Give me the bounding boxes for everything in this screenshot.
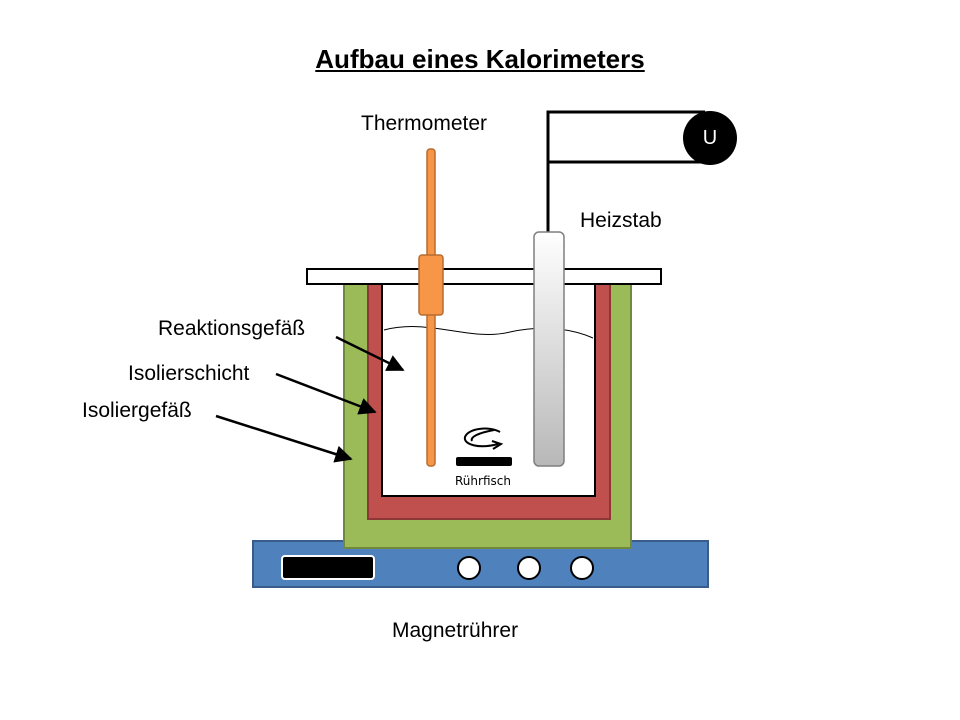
label-thermometer: Thermometer <box>361 112 488 135</box>
liquid-surface <box>383 326 594 339</box>
diagram-title: Aufbau eines Kalorimeters <box>315 44 645 74</box>
label-magnetic-stirrer: Magnetrührer <box>392 619 519 642</box>
label-stir-bar: Rührfisch <box>455 474 511 488</box>
stirrer-knob-1 <box>457 556 481 580</box>
label-heater: Heizstab <box>580 209 662 232</box>
rotation-arrow-icon <box>463 427 504 450</box>
vessel-lid <box>306 268 662 285</box>
label-insulation-vessel: Isoliergefäß <box>82 399 192 422</box>
label-reaction-vessel: Reaktionsgefäß <box>158 317 306 340</box>
arrow-insulation-vessel <box>215 414 353 463</box>
label-insulation-layer: Isolierschicht <box>128 362 250 385</box>
voltage-source-icon <box>683 111 737 165</box>
thermometer <box>418 148 444 467</box>
heater-circuit <box>546 110 737 232</box>
arrow-reaction-vessel <box>335 335 405 372</box>
stirrer-knob-2 <box>517 556 541 580</box>
heating-rod <box>533 231 565 467</box>
stir-bar <box>456 427 512 466</box>
arrow-insulation-layer <box>275 372 377 415</box>
label-voltage-source: U <box>702 127 718 149</box>
thermometer-stopper <box>418 254 444 316</box>
stirrer-knob-3 <box>570 556 594 580</box>
stirrer-display <box>281 555 375 580</box>
